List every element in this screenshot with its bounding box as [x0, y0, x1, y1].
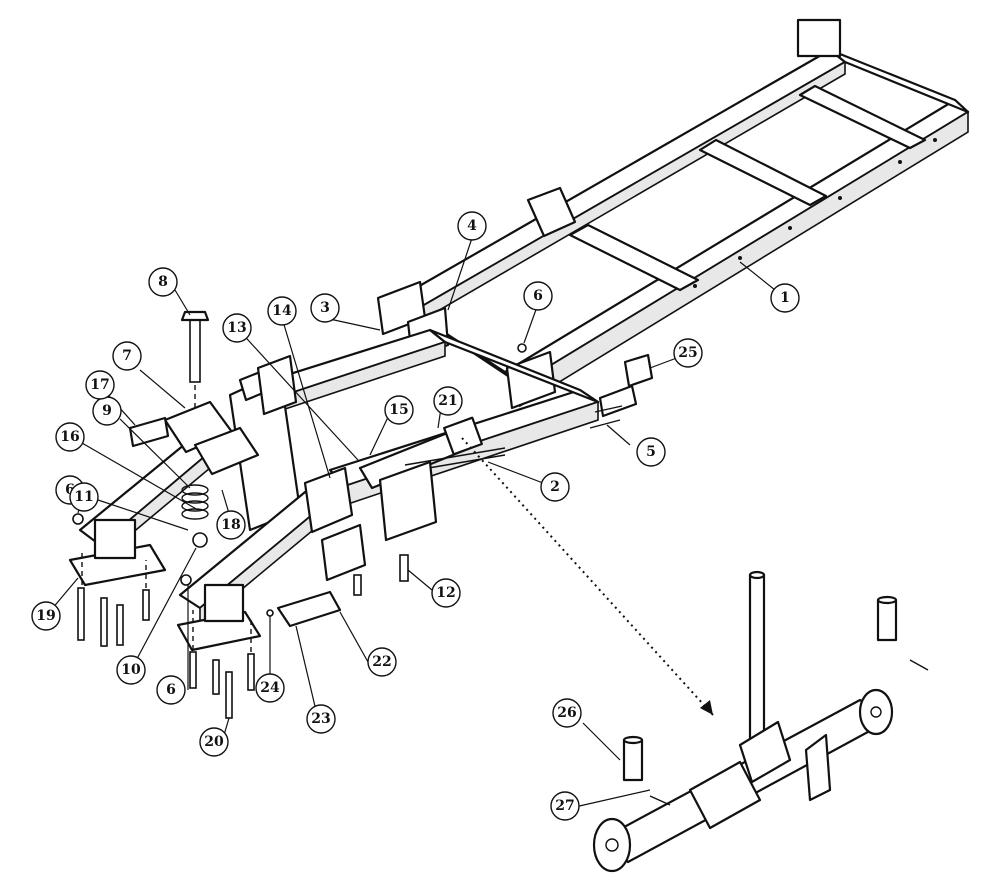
callout-label-25: 25 — [678, 345, 697, 361]
callout-label-8: 8 — [158, 274, 168, 290]
callout-label-22: 22 — [372, 654, 391, 670]
detail-arrow — [461, 437, 714, 716]
callout-label-17: 17 — [90, 377, 109, 393]
callout-label-13: 13 — [227, 320, 246, 336]
callout-12: 12 — [431, 578, 461, 608]
callout-21: 21 — [433, 386, 463, 416]
callout-24: 24 — [255, 673, 285, 703]
callout-5: 5 — [636, 437, 666, 467]
callout-label-23: 23 — [311, 711, 330, 727]
small-parts — [72, 343, 654, 628]
callout-13: 13 — [222, 313, 252, 343]
front-beams — [68, 400, 438, 652]
callout-label-20: 20 — [204, 734, 224, 750]
callout-label-6b: 6 — [65, 482, 75, 498]
spring — [181, 484, 209, 548]
detail-cylinder-assembly — [592, 570, 929, 873]
callout-label-15: 15 — [389, 402, 408, 418]
callout-19: 19 — [31, 601, 61, 631]
callout-2: 2 — [540, 472, 570, 502]
callout-14: 14 — [267, 296, 297, 326]
callout-11: 11 — [69, 482, 99, 512]
callout-label-7: 7 — [122, 348, 132, 364]
callout-label-2: 2 — [550, 479, 560, 495]
callout-label-6a: 6 — [533, 288, 543, 304]
callout-17: 17 — [85, 370, 115, 400]
callout-label-16: 16 — [60, 429, 79, 445]
callout-18: 18 — [216, 510, 246, 540]
callout-1: 1 — [770, 283, 800, 313]
callout-label-10: 10 — [121, 662, 141, 678]
callout-label-1: 1 — [780, 290, 790, 306]
callout-7: 7 — [112, 341, 142, 371]
callout-26: 26 — [552, 698, 582, 728]
callout-9: 9 — [92, 396, 122, 426]
callout-27: 27 — [550, 791, 580, 821]
callout-label-12: 12 — [436, 585, 455, 601]
callout-label-27: 27 — [555, 798, 574, 814]
callout-6a: 6 — [523, 281, 553, 311]
callout-label-11: 11 — [74, 489, 93, 505]
callout-label-9: 9 — [102, 403, 112, 419]
callout-15: 15 — [384, 395, 414, 425]
callout-23: 23 — [306, 704, 336, 734]
callout-3: 3 — [310, 293, 340, 323]
main-frame — [376, 18, 970, 410]
callout-16: 16 — [55, 422, 85, 452]
callout-label-3: 3 — [320, 300, 330, 316]
callout-6c: 6 — [156, 675, 186, 705]
jack-pin — [180, 310, 210, 408]
callout-label-5: 5 — [646, 444, 656, 460]
callout-4: 4 — [457, 211, 487, 241]
callout-8: 8 — [148, 267, 178, 297]
callout-10: 10 — [116, 655, 146, 685]
callout-label-18: 18 — [221, 517, 240, 533]
callout-label-19: 19 — [36, 608, 55, 624]
callout-22: 22 — [367, 647, 397, 677]
callout-label-14: 14 — [272, 303, 292, 319]
callout-label-4: 4 — [467, 218, 477, 234]
callout-25: 25 — [673, 338, 703, 368]
callout-label-26: 26 — [557, 705, 576, 721]
callout-label-21: 21 — [438, 393, 457, 409]
bracket-bolts — [77, 550, 255, 719]
callout-label-6c: 6 — [166, 682, 176, 698]
callout-20: 20 — [199, 727, 229, 757]
callout-label-24: 24 — [260, 680, 280, 696]
